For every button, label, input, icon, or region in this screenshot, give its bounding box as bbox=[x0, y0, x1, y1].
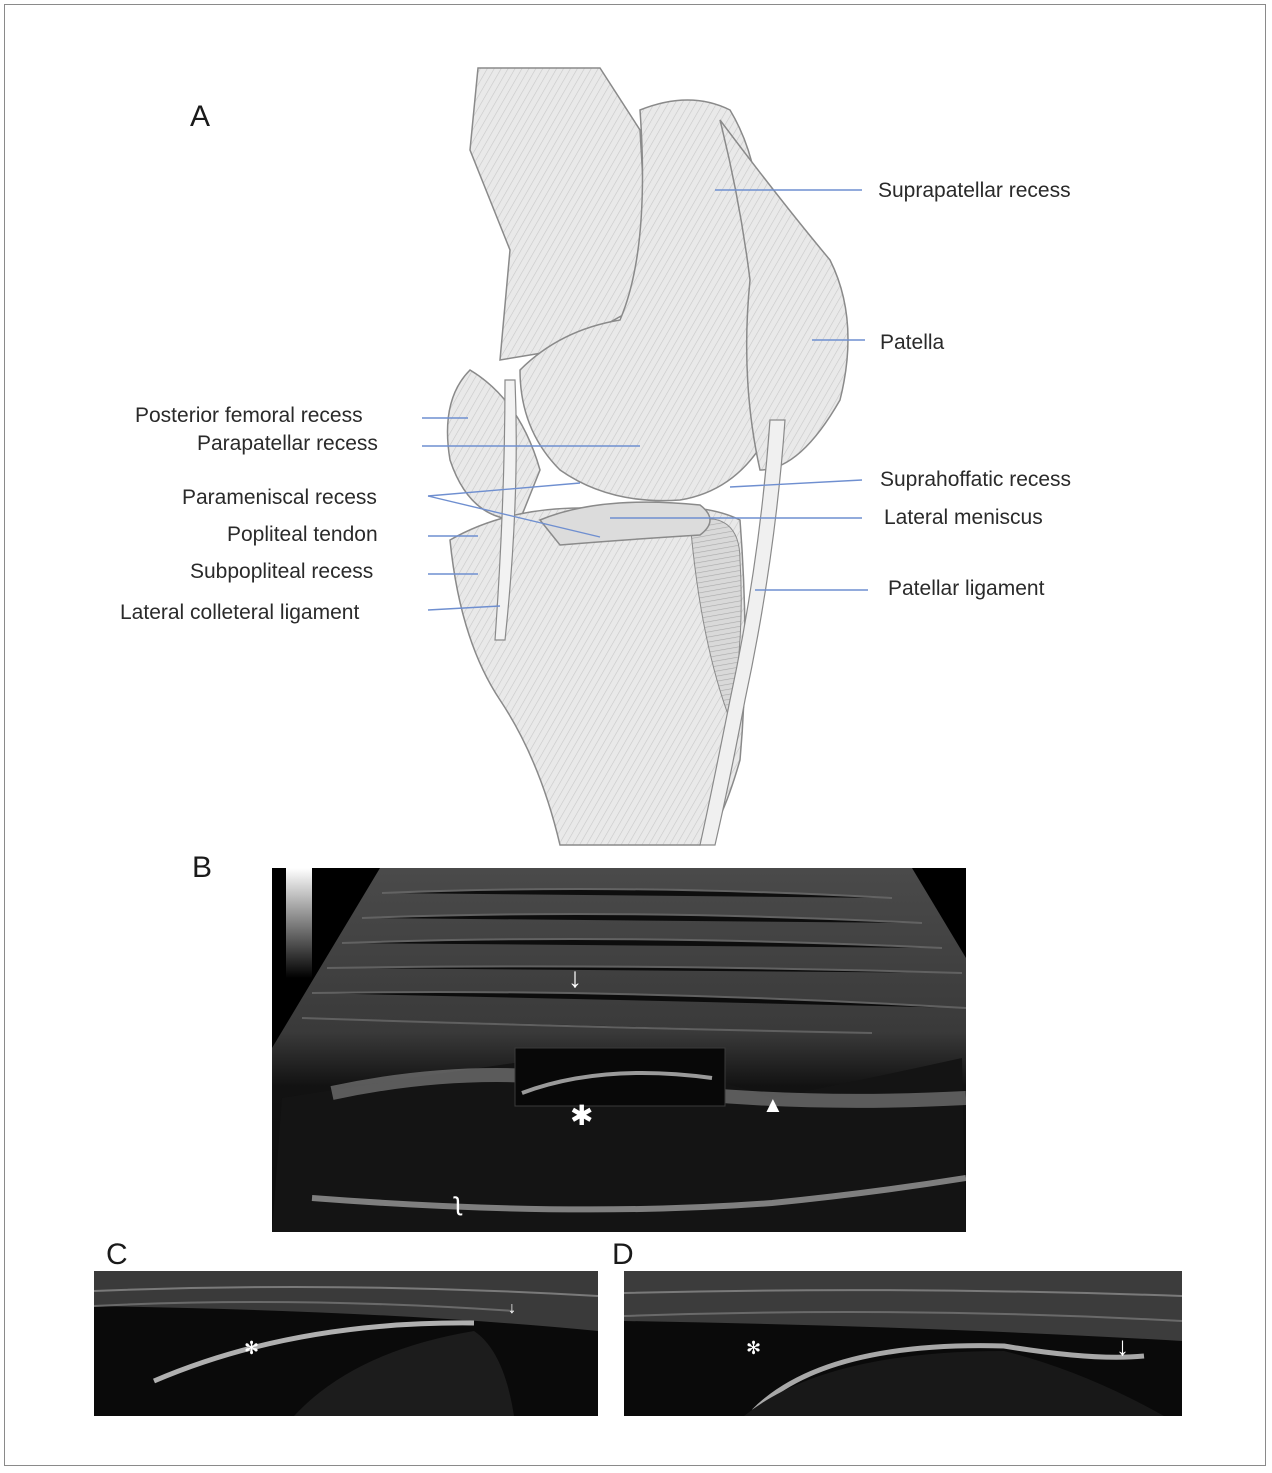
curved-arrow-marker-b: ʅ bbox=[455, 1188, 461, 1214]
asterisk-marker-c: ✻ bbox=[244, 1339, 259, 1357]
panel-label-d: D bbox=[612, 1240, 634, 1270]
ultrasound-c-image bbox=[94, 1271, 598, 1416]
label-posterior-femoral-recess: Posterior femoral recess bbox=[135, 405, 363, 426]
label-subpopliteal-recess: Subpopliteal recess bbox=[190, 561, 373, 582]
panel-label-c: C bbox=[106, 1240, 128, 1270]
label-parameniscal-recess: Parameniscal recess bbox=[182, 487, 377, 508]
label-suprahoffatic-recess: Suprahoffatic recess bbox=[880, 469, 1071, 490]
label-patellar-ligament: Patellar ligament bbox=[888, 578, 1044, 599]
ultrasound-b: ↓ ✱ ▲ ʅ bbox=[272, 868, 966, 1232]
label-parapatellar-recess: Parapatellar recess bbox=[197, 433, 378, 454]
label-suprapatellar-recess: Suprapatellar recess bbox=[878, 180, 1071, 201]
arrowhead-marker-b: ▲ bbox=[762, 1094, 784, 1116]
arrow-marker-c: ↓ bbox=[508, 1301, 516, 1317]
ultrasound-c: ✻ ↓ bbox=[94, 1271, 598, 1416]
ultrasound-b-image bbox=[272, 868, 966, 1232]
label-lateral-meniscus: Lateral meniscus bbox=[884, 507, 1043, 528]
arrow-marker-b: ↓ bbox=[568, 964, 582, 992]
label-patella: Patella bbox=[880, 332, 944, 353]
arrow-marker-d: ↓ bbox=[1116, 1333, 1129, 1359]
label-popliteal-tendon: Popliteal tendon bbox=[227, 524, 378, 545]
ultrasound-d-image bbox=[624, 1271, 1182, 1416]
label-lateral-collateral-ligament: Lateral colleteral ligament bbox=[120, 602, 359, 623]
asterisk-marker-d: ✻ bbox=[746, 1339, 761, 1357]
panel-label-b: B bbox=[192, 853, 212, 883]
ultrasound-d: ✻ ↓ bbox=[624, 1271, 1182, 1416]
asterisk-marker-b: ✱ bbox=[570, 1102, 593, 1130]
